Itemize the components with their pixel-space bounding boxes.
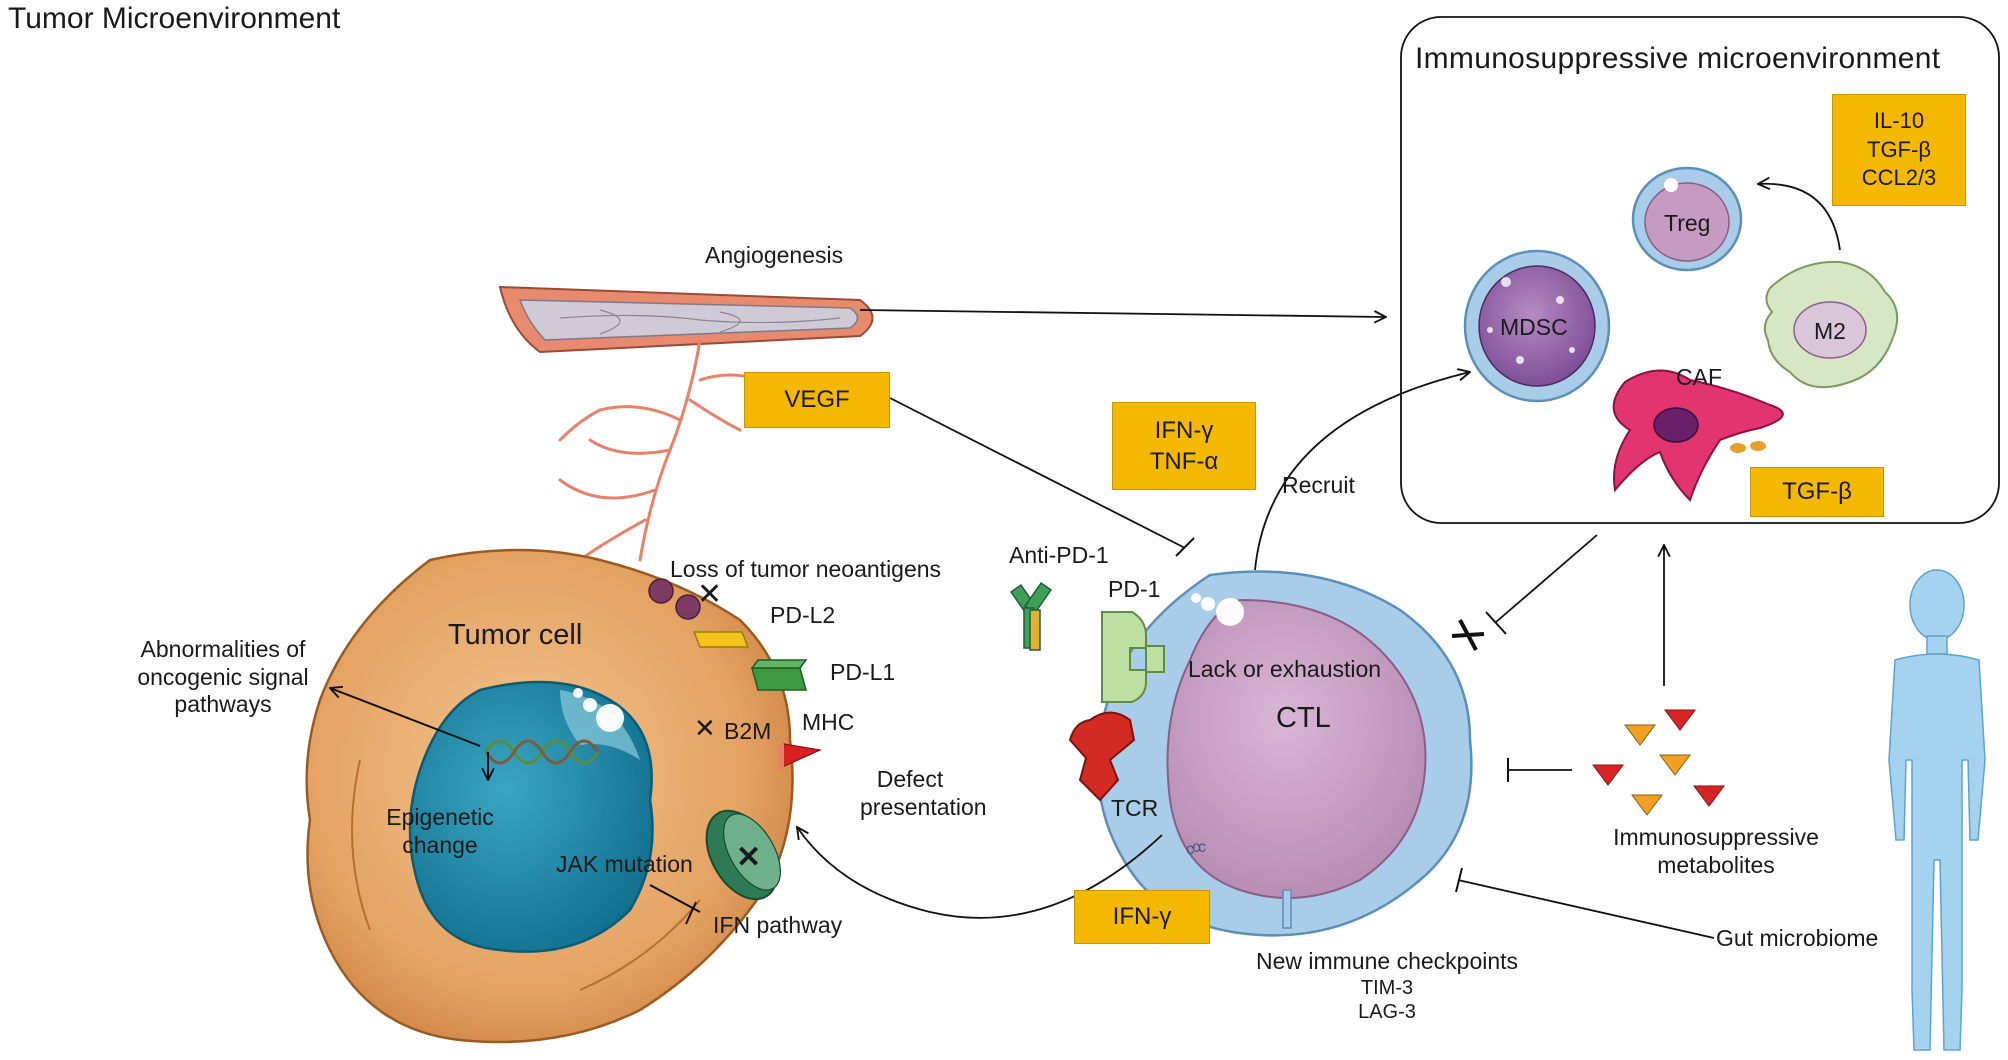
cytokines-box: IL-10 TGF-β CCL2/3 xyxy=(1832,94,1966,206)
pd1-receptor xyxy=(1101,611,1165,703)
abnormalities-line-2: oncogenic signal xyxy=(137,663,309,690)
svg-text:c: c xyxy=(1198,839,1206,856)
dna-helix xyxy=(484,739,600,765)
anti-pd1-label: Anti-PD-1 xyxy=(1009,542,1109,568)
mhc-receptor xyxy=(778,743,823,770)
pdl2-receptor xyxy=(692,631,750,648)
ifn-gamma-label: IFN-γ xyxy=(1154,416,1214,444)
tumor-cell-label: Tumor cell xyxy=(448,619,583,651)
caf-cell xyxy=(1612,369,1784,502)
loss-neoantigens-label: Loss of tumor neoantigens xyxy=(670,556,942,582)
angiogenic-sprouts xyxy=(558,338,762,562)
ifn-tnf-box: IFN-γ TNF-α xyxy=(1112,402,1256,490)
cross-ifn-receptor: ✕ xyxy=(736,841,762,874)
jak-mutation-label: JAK mutation xyxy=(556,851,693,877)
defect-line-2: presentation xyxy=(860,793,987,820)
mdsc-cell xyxy=(1463,249,1611,403)
ctl-label: CTL xyxy=(1276,702,1331,734)
abnormalities-line-1: Abnormalities of xyxy=(140,636,306,662)
recruit-label: Recruit xyxy=(1282,472,1355,498)
lag3-label: LAG-3 xyxy=(1358,1000,1416,1023)
defect-line-1: Defect xyxy=(876,766,944,792)
panel-title: Immunosuppressive microenvironment xyxy=(1415,42,1941,75)
pdl2-label: PD-L2 xyxy=(770,602,836,628)
metabolites-line-1: Immunosuppressive xyxy=(1613,824,1819,850)
tcr-label: TCR xyxy=(1111,795,1159,821)
tnf-alpha-label: TNF-α xyxy=(1149,448,1219,475)
svg-text:c: c xyxy=(1186,841,1194,858)
neoantigen-sphere xyxy=(648,578,674,604)
ifn-pathway-label: IFN pathway xyxy=(713,912,843,938)
tgfb-label: TGF-β xyxy=(1782,478,1852,506)
human-silhouette xyxy=(1888,569,1986,1051)
pd1-label: PD-1 xyxy=(1108,576,1161,602)
cross-neoantigen: ✕ xyxy=(697,578,723,611)
ctl-cell xyxy=(1096,570,1473,937)
ccl23-label: CCL2/3 xyxy=(1861,165,1937,191)
epigenetic-line-1: Epigenetic xyxy=(386,804,494,830)
anti-pd1-antibody xyxy=(1010,582,1052,651)
figure-title: Tumor Microenvironment xyxy=(8,2,341,35)
ifn-receptor xyxy=(705,809,781,901)
abnormalities-line-3: pathways xyxy=(174,691,272,718)
tcr-receptor xyxy=(1068,711,1136,802)
il10-label: IL-10 xyxy=(1873,108,1925,134)
tim3-label: TIM-3 xyxy=(1360,976,1414,999)
metabolites-line-2: metabolites xyxy=(1657,851,1775,878)
abnormalities-label: Abnormalities of oncogenic signal pathwa… xyxy=(118,636,328,719)
gut-microbiome-label: Gut microbiome xyxy=(1716,925,1879,951)
new-checkpoints-label: New immune checkpoints TIM-3 LAG-3 xyxy=(1232,948,1542,1024)
blood-vessel xyxy=(498,285,874,354)
pdl1-receptor xyxy=(750,659,808,691)
ifn-gamma-box: IFN-γ xyxy=(1074,890,1210,944)
angiogenesis-label: Angiogenesis xyxy=(705,242,844,268)
epigenetic-label: Epigenetic change xyxy=(368,804,512,859)
neoantigen-sphere xyxy=(675,594,701,620)
defect-presentation-label: Defect presentation xyxy=(860,766,987,821)
lack-exhaustion-label: Lack or exhaustion xyxy=(1188,656,1382,682)
metabolites-label: Immunosuppressive metabolites xyxy=(1604,824,1828,879)
ifn-gamma-bottom-label: IFN-γ xyxy=(1112,903,1172,931)
m2-label: M2 xyxy=(1814,318,1846,344)
vegf-label: VEGF xyxy=(784,386,850,414)
metabolites xyxy=(1592,709,1725,816)
mdsc-label: MDSC xyxy=(1500,314,1568,340)
caf-label: CAF xyxy=(1676,364,1722,390)
tgfb-box: TGF-β xyxy=(1750,467,1884,517)
tgfb-panel-label: TGF-β xyxy=(1867,136,1931,162)
pdl1-label: PD-L1 xyxy=(830,659,896,685)
new-checkpoints-line-1: New immune checkpoints xyxy=(1255,948,1519,974)
treg-label: Treg xyxy=(1664,210,1711,236)
mhc-label: MHC xyxy=(802,709,855,735)
treg-cell xyxy=(1631,166,1743,272)
vegf-box: VEGF xyxy=(744,372,890,428)
b2m-label: B2M xyxy=(724,718,772,744)
svg-text:c: c xyxy=(1192,839,1200,856)
epigenetic-line-2: change xyxy=(402,831,478,858)
m2-macrophage xyxy=(1763,260,1899,389)
cross-b2m: ✕ xyxy=(694,713,716,743)
